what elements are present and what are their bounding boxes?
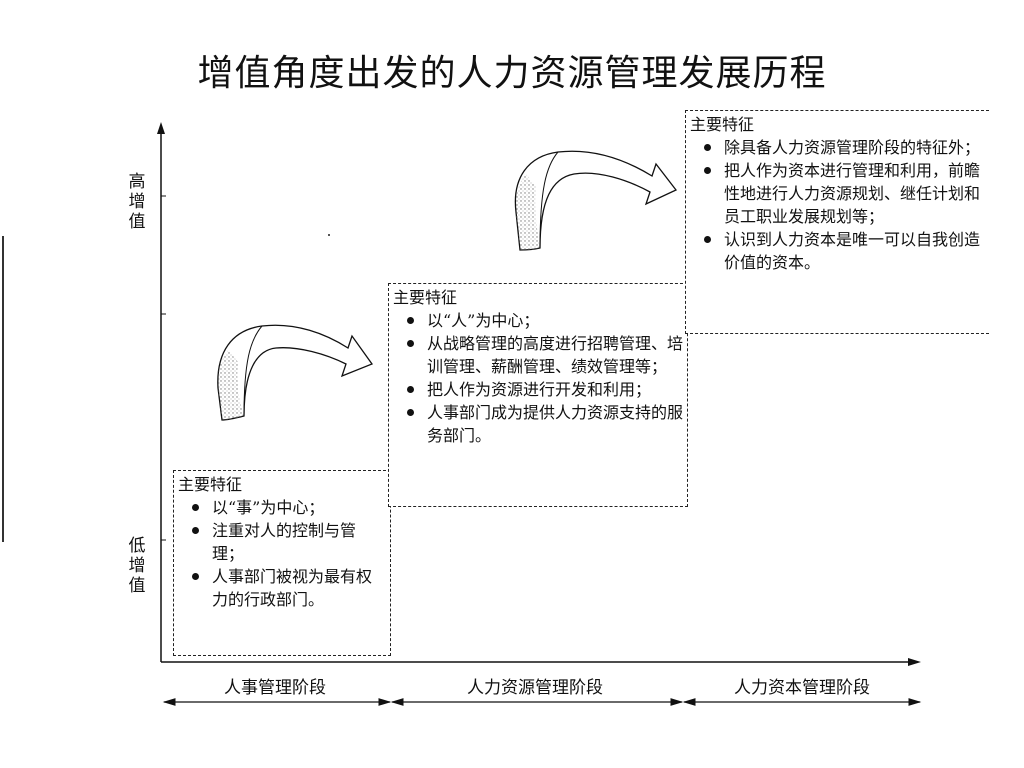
feature-item: 以“事”为中心； (178, 496, 386, 519)
stray-mark (328, 234, 330, 236)
transition-arrow-1 (217, 324, 374, 421)
stage-label-hrm: 人力资源管理阶段 (467, 678, 603, 698)
feature-list: 以“人”为中心； 从战略管理的高度进行招聘管理、培训管理、薪酬管理、绩效管理等；… (393, 309, 683, 447)
stage-label-personnel: 人事管理阶段 (224, 678, 326, 698)
transition-arrow-2 (514, 150, 678, 251)
feature-heading: 主要特征 (178, 475, 243, 494)
feature-item: 注重对人的控制与管理； (178, 519, 386, 565)
left-edge-bar (2, 236, 4, 542)
x-axis-arrowhead (908, 658, 921, 666)
feature-item: 人事部门被视为最有权力的行政部门。 (178, 565, 386, 611)
y-axis-arrowhead (157, 122, 165, 134)
feature-list: 以“事”为中心； 注重对人的控制与管理； 人事部门被视为最有权力的行政部门。 (178, 496, 386, 611)
feature-item: 除具备人力资源管理阶段的特征外； (690, 136, 985, 159)
feature-box-stage-2: 主要特征 以“人”为中心； 从战略管理的高度进行招聘管理、培训管理、薪酬管理、绩… (388, 283, 688, 507)
y-label-low: 低增值 (128, 536, 146, 596)
stage-label-human-capital: 人力资本管理阶段 (734, 678, 870, 698)
feature-box-stage-1: 主要特征 以“事”为中心； 注重对人的控制与管理； 人事部门被视为最有权力的行政… (173, 470, 391, 656)
feature-item: 人事部门成为提供人力资源支持的服务部门。 (393, 401, 683, 447)
y-label-high: 高增值 (128, 172, 146, 232)
feature-heading: 主要特征 (690, 115, 755, 134)
feature-heading: 主要特征 (393, 288, 458, 307)
feature-list: 除具备人力资源管理阶段的特征外； 把人作为资本进行管理和利用，前瞻性地进行人力资… (690, 136, 985, 274)
feature-item: 从战略管理的高度进行招聘管理、培训管理、薪酬管理、绩效管理等； (393, 332, 683, 378)
page-title: 增值角度出发的人力资源管理发展历程 (197, 53, 827, 94)
feature-item: 把人作为资源进行开发和利用； (393, 378, 683, 401)
feature-item: 把人作为资本进行管理和利用，前瞻性地进行人力资源规划、继任计划和员工职业发展规划… (690, 159, 985, 228)
feature-item: 以“人”为中心； (393, 309, 683, 332)
feature-box-stage-3: 主要特征 除具备人力资源管理阶段的特征外； 把人作为资本进行管理和利用，前瞻性地… (685, 110, 989, 334)
feature-item: 认识到人力资本是唯一可以自我创造价值的资本。 (690, 228, 985, 274)
